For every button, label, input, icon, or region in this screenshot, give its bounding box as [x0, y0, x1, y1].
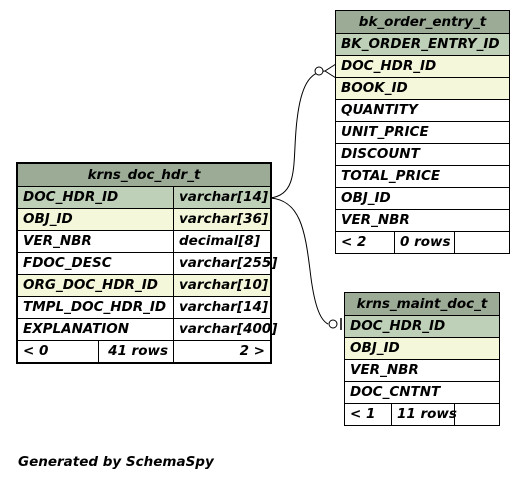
table-title[interactable]: bk_order_entry_t [336, 11, 509, 33]
parents-link[interactable]: < 0 [23, 343, 49, 359]
column-name: BOOK_ID [341, 80, 408, 96]
column-name: QUANTITY [341, 102, 418, 118]
table-footer: < 2 0 rows [336, 231, 509, 253]
table-krns-doc-hdr-t[interactable]: krns_doc_hdr_t DOC_HDR_ID varchar[14] OB… [16, 162, 277, 364]
column-name: DOC_CNTNT [350, 384, 441, 400]
row-count: 0 rows [394, 232, 454, 253]
parents-link[interactable]: < 2 [341, 234, 367, 250]
column-type: varchar[36] [173, 209, 270, 230]
column-name: VER_NBR [23, 233, 92, 249]
column-row[interactable]: OBJ_ID [336, 187, 509, 209]
children-link[interactable] [454, 232, 509, 253]
column-row[interactable]: DOC_CNTNT [345, 381, 499, 403]
column-type: varchar[255] [173, 253, 277, 274]
relationship-crowsfoot-marker [324, 63, 337, 79]
column-name: EXPLANATION [23, 321, 130, 337]
column-row[interactable]: TOTAL_PRICE [336, 165, 509, 187]
column-row[interactable]: BK_ORDER_ENTRY_ID [336, 33, 509, 55]
column-name: OBJ_ID [350, 340, 400, 356]
column-row[interactable]: OBJ_ID varchar[36] [18, 208, 270, 230]
column-name: DOC_HDR_ID [23, 189, 119, 205]
column-row[interactable]: EXPLANATION varchar[400] [18, 318, 277, 340]
column-type: varchar[14] [173, 187, 270, 208]
table-title[interactable]: krns_maint_doc_t [345, 293, 499, 315]
column-name: BK_ORDER_ENTRY_ID [341, 36, 500, 52]
table-title[interactable]: krns_doc_hdr_t [18, 164, 270, 186]
column-name: UNIT_PRICE [341, 124, 429, 140]
column-row[interactable]: VER_NBR [345, 359, 499, 381]
column-name: TMPL_DOC_HDR_ID [23, 299, 167, 315]
column-name: VER_NBR [350, 362, 419, 378]
column-row[interactable]: DOC_HDR_ID varchar[14] [18, 186, 270, 208]
column-name: OBJ_ID [23, 211, 73, 227]
column-row[interactable]: ORG_DOC_HDR_ID varchar[10] [18, 274, 270, 296]
relationship-optional-marker [328, 319, 338, 329]
relationship-doc-hdr-to-bk-order-entry [269, 70, 326, 199]
relationship-optional-marker [314, 66, 324, 76]
column-name: VER_NBR [341, 212, 410, 228]
column-name: ORG_DOC_HDR_ID [23, 277, 158, 293]
column-row[interactable]: QUANTITY [336, 99, 509, 121]
column-row[interactable]: VER_NBR [336, 209, 509, 231]
column-type: varchar[14] [173, 297, 270, 318]
column-row[interactable]: DOC_HDR_ID [336, 55, 509, 77]
table-bk-order-entry-t[interactable]: bk_order_entry_t BK_ORDER_ENTRY_ID DOC_H… [335, 10, 510, 254]
column-name: DOC_HDR_ID [350, 318, 446, 334]
column-name: OBJ_ID [341, 190, 391, 206]
children-link[interactable] [454, 404, 499, 425]
relationship-doc-hdr-to-maint-doc [269, 197, 329, 325]
column-row[interactable]: BOOK_ID [336, 77, 509, 99]
column-name: DISCOUNT [341, 146, 420, 162]
parents-link[interactable]: < 1 [350, 406, 376, 422]
column-name: FDOC_DESC [23, 255, 112, 271]
table-krns-maint-doc-t[interactable]: krns_maint_doc_t DOC_HDR_ID OBJ_ID VER_N… [344, 292, 500, 426]
column-row[interactable]: FDOC_DESC varchar[255] [18, 252, 277, 274]
column-row[interactable]: DOC_HDR_ID [345, 315, 499, 337]
column-name: TOTAL_PRICE [341, 168, 441, 184]
row-count: 11 rows [391, 404, 457, 425]
column-row[interactable]: VER_NBR decimal[8] [18, 230, 270, 252]
column-row[interactable]: OBJ_ID [345, 337, 499, 359]
column-type: varchar[10] [173, 275, 270, 296]
column-type: varchar[400] [173, 319, 277, 340]
children-link[interactable]: 2 > [173, 341, 270, 362]
column-type: decimal[8] [173, 231, 270, 252]
column-name: DOC_HDR_ID [341, 58, 437, 74]
column-row[interactable]: UNIT_PRICE [336, 121, 509, 143]
table-footer: < 0 41 rows 2 > [18, 340, 270, 362]
row-count: 41 rows [98, 341, 173, 362]
table-footer: < 1 11 rows [345, 403, 499, 425]
column-row[interactable]: TMPL_DOC_HDR_ID varchar[14] [18, 296, 270, 318]
generated-by-footnote[interactable]: Generated by SchemaSpy [18, 454, 214, 470]
column-row[interactable]: DISCOUNT [336, 143, 509, 165]
